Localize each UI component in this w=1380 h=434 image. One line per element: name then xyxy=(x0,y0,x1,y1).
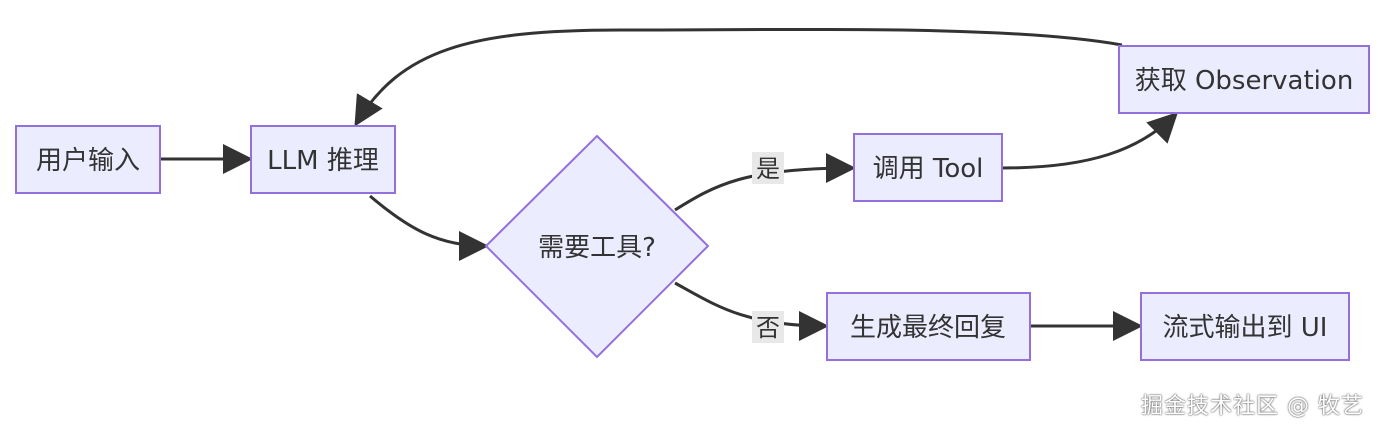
edge-label-yes-text: 是 xyxy=(756,155,780,183)
node-user-input-label: 用户输入 xyxy=(36,146,140,176)
edge-label-no-text: 否 xyxy=(756,314,780,342)
edge-decision-no-to-reply xyxy=(674,281,829,341)
edge-llm-to-decision xyxy=(369,194,489,261)
edge-tool-to-observation xyxy=(1001,111,1179,170)
edge-label-yes: 是 xyxy=(752,152,784,184)
node-final-reply-label: 生成最终回复 xyxy=(850,313,1006,343)
node-user-input: 用户输入 xyxy=(15,125,161,194)
node-stream-ui-label: 流式输出到 UI xyxy=(1163,313,1328,343)
edge-label-no: 否 xyxy=(752,311,784,343)
node-decision-label: 需要工具? xyxy=(538,233,656,263)
node-final-reply: 生成最终回复 xyxy=(826,292,1031,361)
edges xyxy=(160,27,1179,341)
node-llm: LLM 推理 xyxy=(250,125,396,194)
node-observation: 获取 Observation xyxy=(1118,45,1370,114)
node-call-tool-label: 调用 Tool xyxy=(873,154,984,184)
node-llm-label: LLM 推理 xyxy=(267,146,379,176)
node-call-tool: 调用 Tool xyxy=(853,133,1003,202)
edge-observation-to-llm xyxy=(354,27,1123,127)
edge-decision-yes-to-tool xyxy=(674,153,856,212)
watermark: 掘金技术社区 @ 牧艺 xyxy=(1141,394,1364,419)
node-observation-label: 获取 Observation xyxy=(1135,66,1354,96)
node-decision: 需要工具? xyxy=(484,134,710,359)
node-stream-ui: 流式输出到 UI xyxy=(1140,292,1350,361)
